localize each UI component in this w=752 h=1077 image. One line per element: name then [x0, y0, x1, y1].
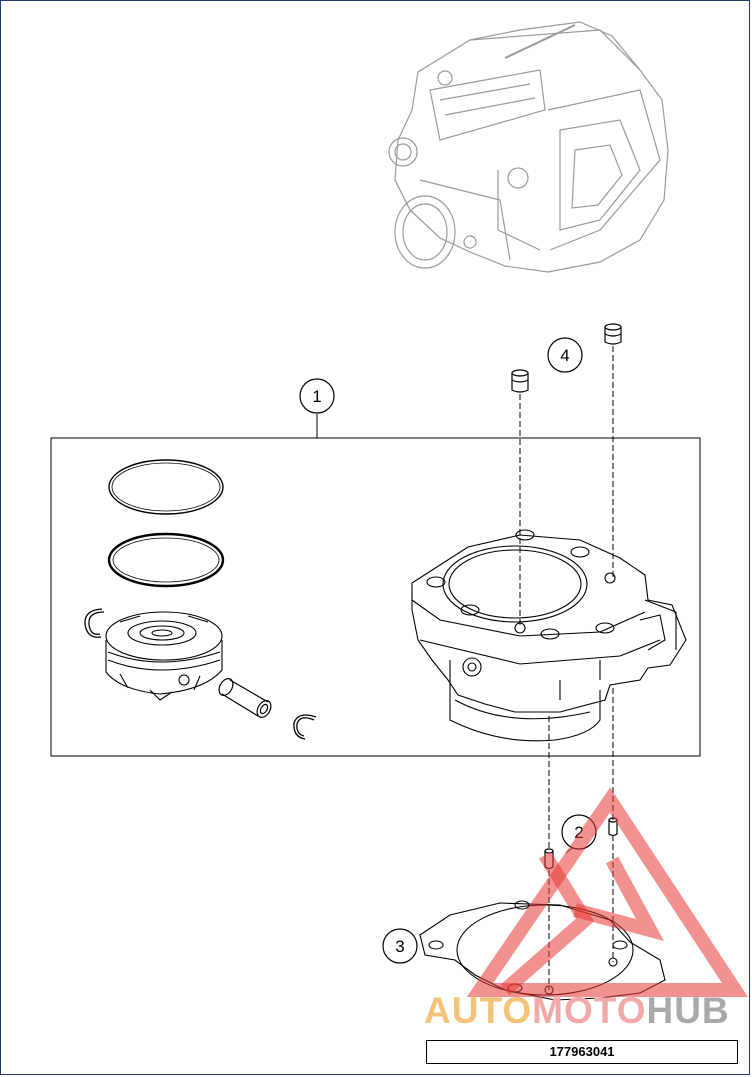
sleeve-right [604, 323, 622, 345]
reference-number: 177963041 [426, 1040, 738, 1064]
piston-ring-top [108, 459, 224, 515]
piston-pin [218, 678, 272, 718]
svg-text:2: 2 [574, 823, 583, 842]
piston-kit-box [50, 437, 701, 757]
svg-text:4: 4 [560, 346, 569, 365]
watermark-part-3: HUB [646, 990, 730, 1031]
circlip-right [293, 714, 317, 740]
watermark-text: AUTOMOTOHUB [424, 990, 730, 1032]
callout-3: 3 [382, 928, 418, 964]
circlip-left [84, 608, 105, 638]
watermark-part-1: AUTO [424, 990, 533, 1031]
callout-1: 1 [299, 378, 335, 414]
svg-text:3: 3 [395, 937, 404, 956]
piston [105, 611, 223, 701]
watermark-logo [466, 787, 748, 997]
sleeve-left [511, 369, 529, 393]
cylinder [411, 529, 687, 742]
cylinder-head-illustration [388, 21, 669, 273]
watermark-part-2: MOTO [532, 990, 647, 1031]
assembly-lines [519, 346, 614, 990]
svg-text:1: 1 [312, 387, 321, 406]
callout-4: 4 [547, 337, 583, 373]
piston-ring-second [107, 532, 225, 588]
